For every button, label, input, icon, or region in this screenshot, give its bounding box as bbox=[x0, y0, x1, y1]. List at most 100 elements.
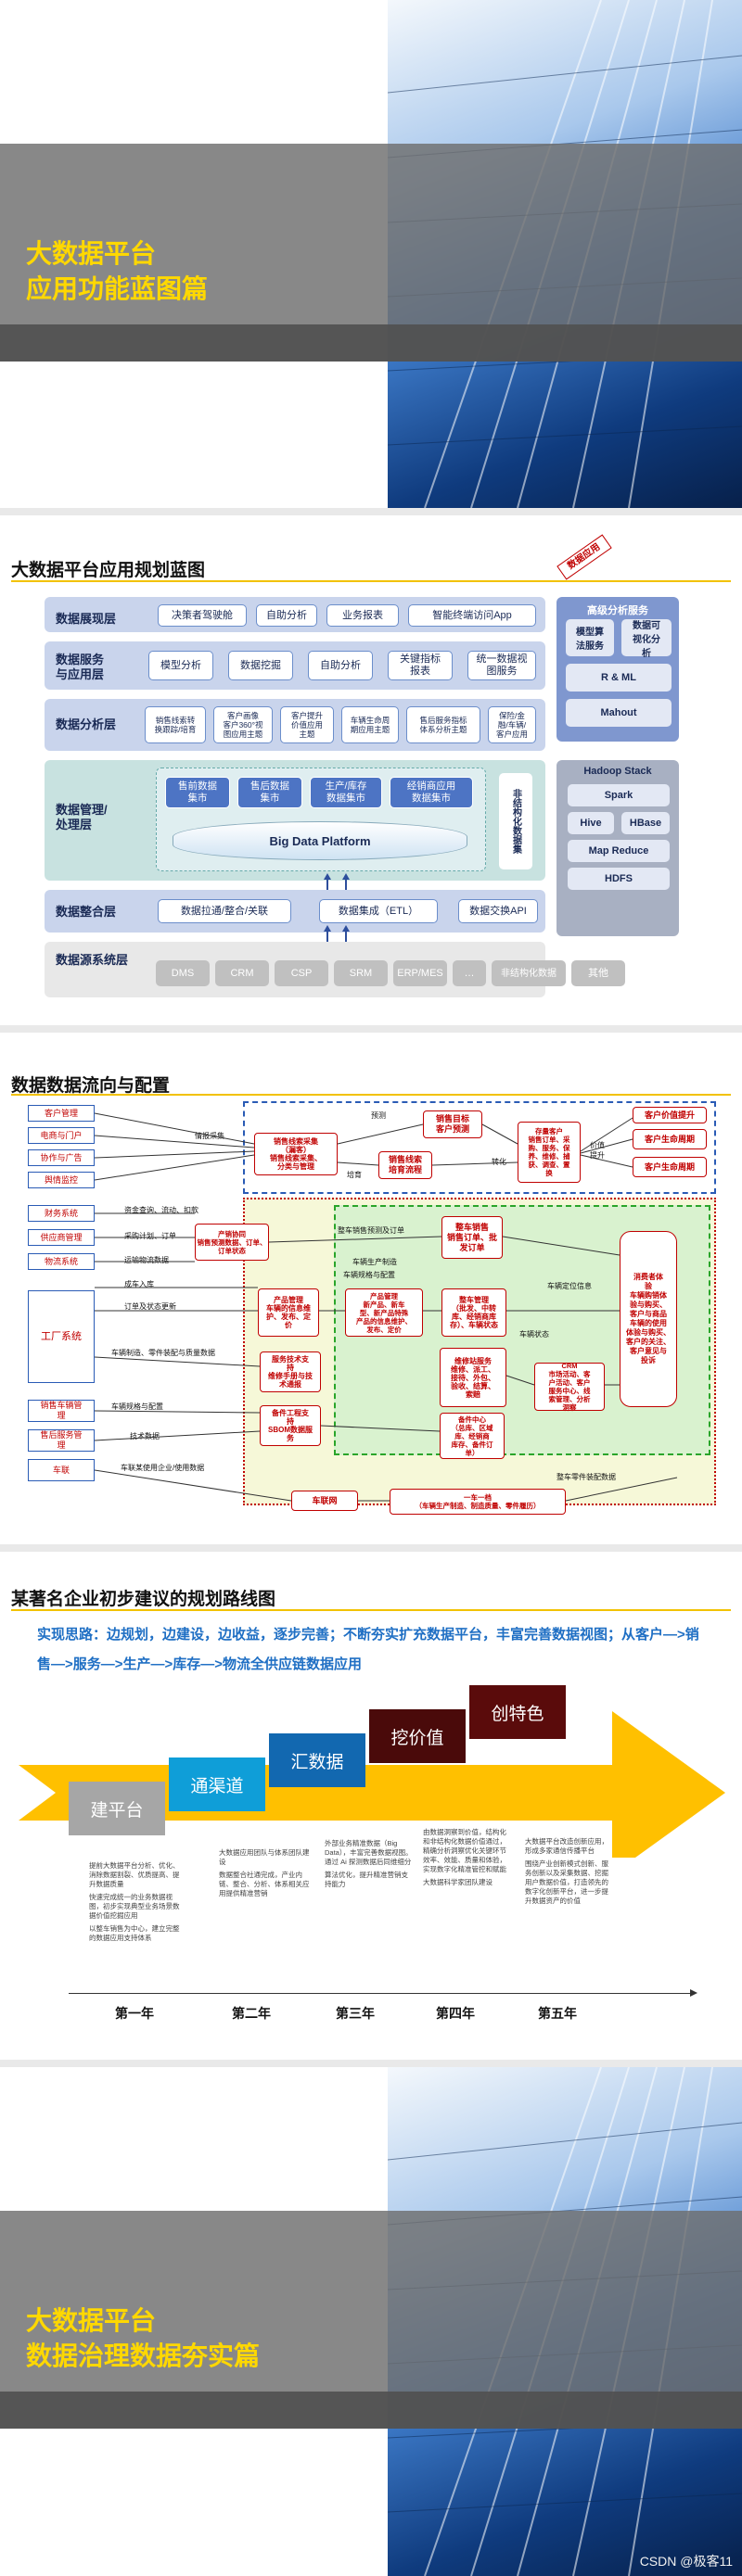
cover-title-line1: 大数据平台 bbox=[26, 2306, 157, 2335]
platform-label: Big Data Platform bbox=[269, 834, 371, 848]
cover-title-line2: 数据治理数据夯实篇 bbox=[26, 2341, 261, 2370]
arrow-stem bbox=[345, 931, 347, 942]
service-item-1: 模型分析 bbox=[148, 651, 213, 680]
hadoop-hive: Hive bbox=[568, 812, 614, 834]
src-ecommerce: 电商与门户 bbox=[28, 1127, 95, 1144]
analysis-item-6: 保险/金 融/车辆/ 客户应用 bbox=[488, 706, 536, 743]
box-product-mgmt-2: 产品管理 新产品、新车 型、新产品特殊 产品的信息维护、 发布、定价 bbox=[345, 1288, 423, 1337]
flow-label: 车联某使用企业/使用数据 bbox=[121, 1464, 205, 1472]
integration-item-3: 数据交换API bbox=[458, 899, 538, 923]
flow-label: 整车销售预测及订单 bbox=[338, 1226, 404, 1235]
box-product-mgmt: 产品管理 车辆的信息维 护、发布、定 价 bbox=[258, 1288, 319, 1337]
flow-label: 资金查询、流动、扣款 bbox=[124, 1206, 198, 1214]
box-value-up: 客户价值提升 bbox=[633, 1107, 707, 1123]
title-band-lower bbox=[0, 324, 742, 362]
title-band-lower bbox=[0, 2392, 742, 2429]
heading-rule bbox=[11, 580, 731, 582]
source-other: 其他 bbox=[571, 960, 625, 986]
year-2: 第二年 bbox=[232, 2006, 271, 2021]
source-csp: CSP bbox=[275, 960, 328, 986]
box-vehicle-mgmt: 整车管理 （批发、中转 库、经销商库 存）、车辆状态 bbox=[441, 1288, 506, 1337]
flow-label: 采购计划、订单 bbox=[124, 1232, 176, 1240]
arrow-stem bbox=[345, 879, 347, 890]
source-more: … bbox=[453, 960, 486, 986]
mart-item-4: 经销商应用 数据集市 bbox=[390, 777, 473, 808]
arrow-head bbox=[342, 873, 350, 880]
cover-title: 大数据平台 应用功能蓝图篇 bbox=[26, 236, 208, 307]
timeline-arrowhead bbox=[690, 1989, 697, 1997]
flow-label: 车辆规格与配置 bbox=[111, 1402, 163, 1411]
integration-item-1: 数据拉通/整合/关联 bbox=[158, 899, 291, 923]
box-repair-station: 维修站服务 维修、派工、 接待、外包、 验收、结算、 索赔 bbox=[440, 1348, 506, 1407]
phase-notes-3: 外部业务精准数据（Big Data），丰富完善数据视图。通过 Ai 探测数据后同… bbox=[325, 1839, 413, 1888]
flow-label: 运输物流数据 bbox=[124, 1256, 169, 1264]
roadmap-slide: 某著名企业初步建议的规划路线图 实现思路：边规划，边建设，边收益，逐步完善；不断… bbox=[0, 1552, 742, 2060]
flow-label: 培育 bbox=[347, 1171, 362, 1179]
management-layer-label: 数据管理/处理层 bbox=[56, 803, 108, 831]
service-item-5: 统一数据视 图服务 bbox=[467, 651, 536, 680]
architecture-slide: 大数据平台应用规划蓝图 数据应用 数据展现层 决策者驾驶舱 自助分析 业务报表 … bbox=[0, 515, 742, 1025]
mart-item-3: 生产/库存 数据集市 bbox=[310, 777, 382, 808]
flow-label: 价值 提升 bbox=[590, 1141, 605, 1160]
flow-label: 订单及状态更新 bbox=[124, 1302, 176, 1311]
flow-label: 车辆定位信息 bbox=[547, 1282, 592, 1290]
flow-label: 情报采集 bbox=[195, 1132, 224, 1140]
display-item-2: 自助分析 bbox=[256, 604, 317, 627]
hadoop-hbase: HBase bbox=[621, 812, 670, 834]
service-layer-label: 数据服务与应用层 bbox=[56, 653, 105, 681]
src-vehicle-sales: 销售车辆管 理 bbox=[28, 1400, 95, 1422]
flow-label: 整车零件装配数据 bbox=[556, 1473, 616, 1481]
phase-gather-data: 汇数据 bbox=[269, 1733, 365, 1787]
slide-heading: 某著名企业初步建议的规划路线图 bbox=[11, 1590, 276, 1609]
flow-label: 车辆生产制造 bbox=[352, 1258, 397, 1266]
source-erp-mes: ERP/MES bbox=[393, 960, 447, 986]
timeline-line bbox=[69, 1993, 692, 1994]
box-target-customer: 销售目标 客户预测 bbox=[423, 1110, 482, 1138]
display-layer-label: 数据展现层 bbox=[56, 612, 117, 626]
slide-heading: 数据数据流向与配置 bbox=[11, 1076, 171, 1096]
flow-label: 车辆制造、零件装配与质量数据 bbox=[111, 1349, 215, 1357]
arrow-head bbox=[342, 925, 350, 932]
box-existing-customer: 存量客户 销售订单、采 购、服务、保 养、维修、捕 获、调查、置 换 bbox=[518, 1122, 581, 1183]
roadmap-arrow bbox=[19, 1711, 725, 1858]
adv-item-4: Mahout bbox=[566, 699, 672, 727]
flow-label: 成车入库 bbox=[124, 1280, 154, 1288]
box-lifecycle-1: 客户生命周期 bbox=[633, 1129, 707, 1149]
roadmap-idea: 实现思路：边规划，边建设，边收益，逐步完善；不断夯实扩充数据平台，丰富完善数据视… bbox=[37, 1627, 699, 1672]
box-consumer-experience: 消费者体 验 车辆购销体 验与购买、 客户与商品 车辆的使用 体验与购买、 客户… bbox=[620, 1231, 677, 1407]
analysis-item-5: 售后服务指标 体系分析主题 bbox=[406, 706, 480, 743]
arrow-stem bbox=[326, 879, 328, 890]
mart-item-2: 售后数据 集市 bbox=[237, 777, 302, 808]
display-item-4: 智能终端访问App bbox=[408, 604, 536, 627]
source-unstructured: 非结构化数据 bbox=[492, 960, 566, 986]
cover-slide-1: 大数据平台 应用功能蓝图篇 bbox=[0, 0, 742, 508]
src-sentiment: 舆情监控 bbox=[28, 1172, 95, 1188]
hadoop-hdfs: HDFS bbox=[568, 868, 670, 890]
flow-label: 技术数据 bbox=[130, 1432, 160, 1440]
adv-item-2: 数据可 视化分 析 bbox=[621, 619, 672, 659]
box-service-support: 服务技术支 持 维修手册与技 术通报 bbox=[260, 1351, 321, 1392]
year-1: 第一年 bbox=[115, 2006, 154, 2021]
adv-item-3: R & ML bbox=[566, 664, 672, 692]
phase-notes-5: 大数据平台改造创新应用，形成多家通信传播平台围绕产业创新模式创新、服务创新以及采… bbox=[525, 1837, 608, 1905]
service-layer bbox=[45, 641, 545, 690]
year-4: 第四年 bbox=[436, 2006, 475, 2021]
src-customer-mgmt: 客户管理 bbox=[28, 1105, 95, 1122]
arrow-head bbox=[324, 925, 331, 932]
src-supplier: 供应商管理 bbox=[28, 1229, 95, 1246]
heading-rule bbox=[11, 1609, 731, 1611]
flow-label: 预测 bbox=[371, 1111, 386, 1120]
watermark: CSDN @极客11 bbox=[639, 2554, 733, 2569]
analysis-item-3: 客户提升 价值应用 主题 bbox=[280, 706, 334, 743]
year-5: 第五年 bbox=[538, 2006, 577, 2021]
service-item-2: 数据挖掘 bbox=[228, 651, 293, 680]
heading-rule bbox=[11, 1094, 731, 1096]
hadoop-mapreduce: Map Reduce bbox=[568, 840, 670, 862]
source-crm: CRM bbox=[215, 960, 269, 986]
data-app-tag: 数据应用 bbox=[556, 534, 612, 580]
box-order-sync: 产销协同 销售预测数据、订单、 订单状态 bbox=[195, 1224, 269, 1261]
cover-title-line2: 应用功能蓝图篇 bbox=[26, 274, 209, 303]
arrow-head bbox=[324, 873, 331, 880]
box-lifecycle-2: 客户生命周期 bbox=[633, 1157, 707, 1177]
cover-title: 大数据平台 数据治理数据夯实篇 bbox=[26, 2303, 260, 2374]
